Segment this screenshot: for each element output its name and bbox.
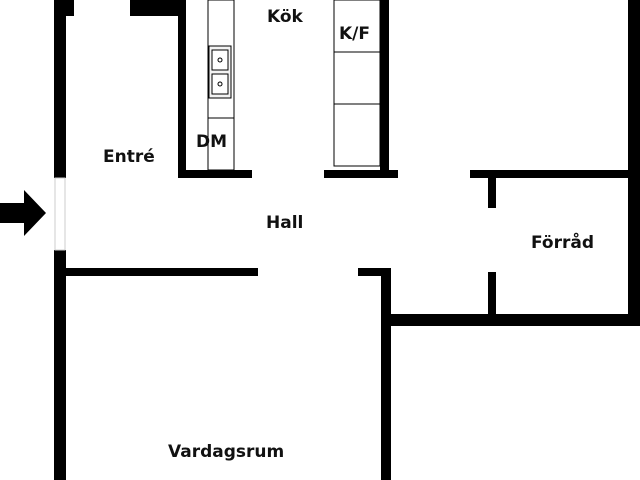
wall-east	[628, 0, 640, 326]
wall-forrad-top	[470, 170, 640, 178]
walls	[54, 0, 640, 480]
wall-living-top-left	[66, 268, 258, 276]
entrance-door-gap	[54, 177, 66, 251]
sink-basin-bottom	[211, 73, 229, 95]
wall-left-top-stub	[66, 0, 74, 16]
sink-drain-bottom	[217, 81, 223, 87]
sink-drain-top	[217, 57, 223, 63]
wall-entre-kitchen	[178, 0, 186, 178]
room-label-hall: Hall	[266, 213, 303, 233]
room-label-kf: K/F	[339, 24, 370, 44]
sink-basin-top	[211, 49, 229, 71]
wall-kitchen-bottom-right	[324, 170, 398, 178]
wall-living-top-right	[358, 268, 389, 276]
wall-left-lower	[54, 250, 66, 480]
room-label-kok: Kök	[267, 7, 304, 27]
wall-living-right	[381, 268, 391, 480]
room-label-entre: Entré	[103, 147, 155, 167]
wall-forrad-door-upper	[488, 178, 496, 208]
room-labels: Kök K/F DM Entré Hall Förråd Vardagsrum	[103, 7, 594, 462]
kitchen-fixtures	[207, 0, 381, 171]
wall-forrad-bottom	[389, 314, 640, 326]
wall-kitchen-right	[380, 0, 389, 178]
room-label-dm: DM	[196, 132, 227, 152]
room-label-vardagsrum: Vardagsrum	[168, 442, 284, 462]
wall-top-stub	[130, 0, 178, 16]
wall-forrad-door-lower	[488, 272, 496, 314]
entrance-arrow-icon	[0, 190, 46, 236]
wall-left-upper	[54, 0, 66, 178]
kitchen-counter-right	[333, 0, 381, 167]
wall-kitchen-bottom-left	[178, 170, 252, 178]
room-label-forrad: Förråd	[531, 231, 594, 253]
